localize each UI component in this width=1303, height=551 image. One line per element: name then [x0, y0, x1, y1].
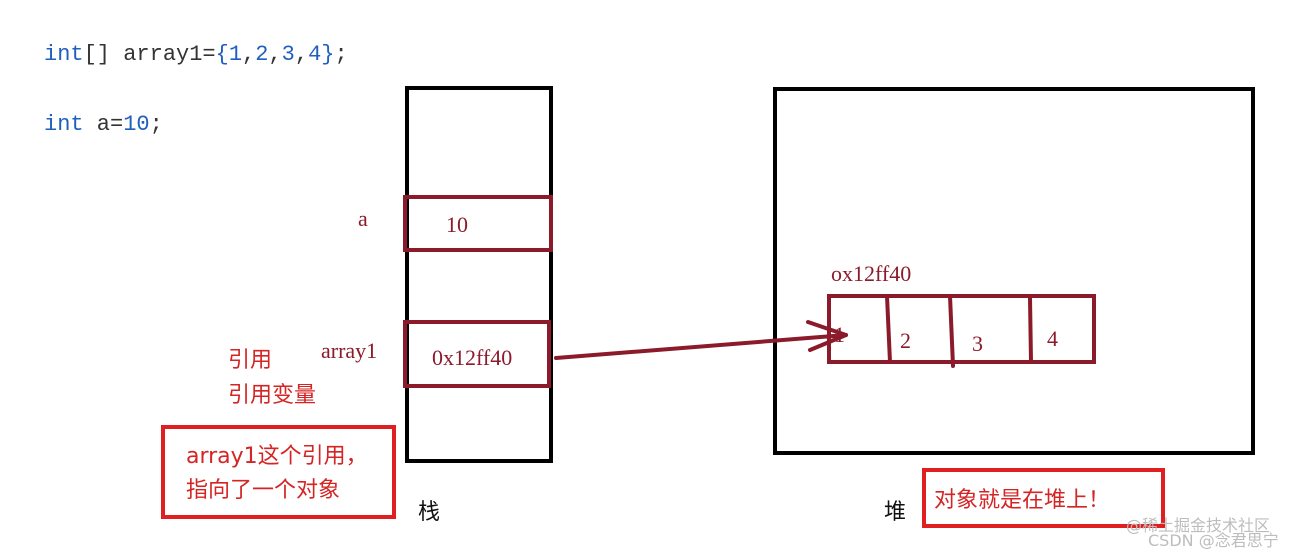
- code-keyword-int: int: [44, 42, 84, 67]
- var-array1-value: 0x12ff40: [432, 345, 513, 370]
- watermark-text: CSDN @念君思宁: [1148, 531, 1279, 550]
- array-divider: [948, 294, 955, 368]
- code-value: 1: [228, 42, 243, 67]
- array-divider: [885, 294, 892, 364]
- reference-note-line1: array1这个引用，: [186, 444, 368, 469]
- code-array-decl: [] array1=: [83, 42, 216, 67]
- code-semicolon: ;: [334, 42, 348, 67]
- code-brace-open: {: [215, 42, 229, 67]
- stack-slot-a: [403, 195, 553, 252]
- heap-frame: [773, 87, 1255, 455]
- watermark-text: @稀土掘金技术社区: [1126, 516, 1271, 535]
- array-element: 2: [900, 328, 911, 353]
- heap-label: 堆: [884, 500, 907, 525]
- heap-address: ox12ff40: [831, 261, 912, 286]
- stack-label: 栈: [418, 500, 441, 525]
- array-element: 4: [1047, 326, 1058, 351]
- reference-label: 引用: [228, 348, 273, 373]
- code-int-value: 10: [123, 112, 150, 137]
- reference-variable-label: 引用变量: [228, 383, 317, 408]
- code-brace-close: }: [321, 42, 335, 67]
- var-a-value: 10: [446, 212, 468, 237]
- var-array1-label: array1: [321, 338, 378, 363]
- array-divider: [1028, 296, 1033, 364]
- code-value: 2: [255, 42, 269, 67]
- code-line-array: int[] array1={1,2,3,4};: [44, 42, 348, 67]
- heap-note-box: [922, 468, 1165, 528]
- code-int-decl: a=: [83, 112, 124, 137]
- var-a-label: a: [358, 206, 368, 231]
- code-value: 3: [281, 42, 295, 67]
- heap-note: 对象就是在堆上！: [934, 488, 1111, 513]
- code-line-int: int a=10;: [44, 112, 163, 137]
- stack-frame: [405, 86, 553, 463]
- pointer-arrow: [554, 320, 848, 360]
- stack-slot-array1: [403, 320, 551, 388]
- reference-note-box: [161, 425, 396, 519]
- code-value: 4: [308, 42, 322, 67]
- code-keyword-int: int: [44, 112, 84, 137]
- array-element: 3: [972, 331, 983, 356]
- code-semicolon: ;: [149, 112, 163, 137]
- reference-note-line2: 指向了一个对象: [186, 478, 341, 503]
